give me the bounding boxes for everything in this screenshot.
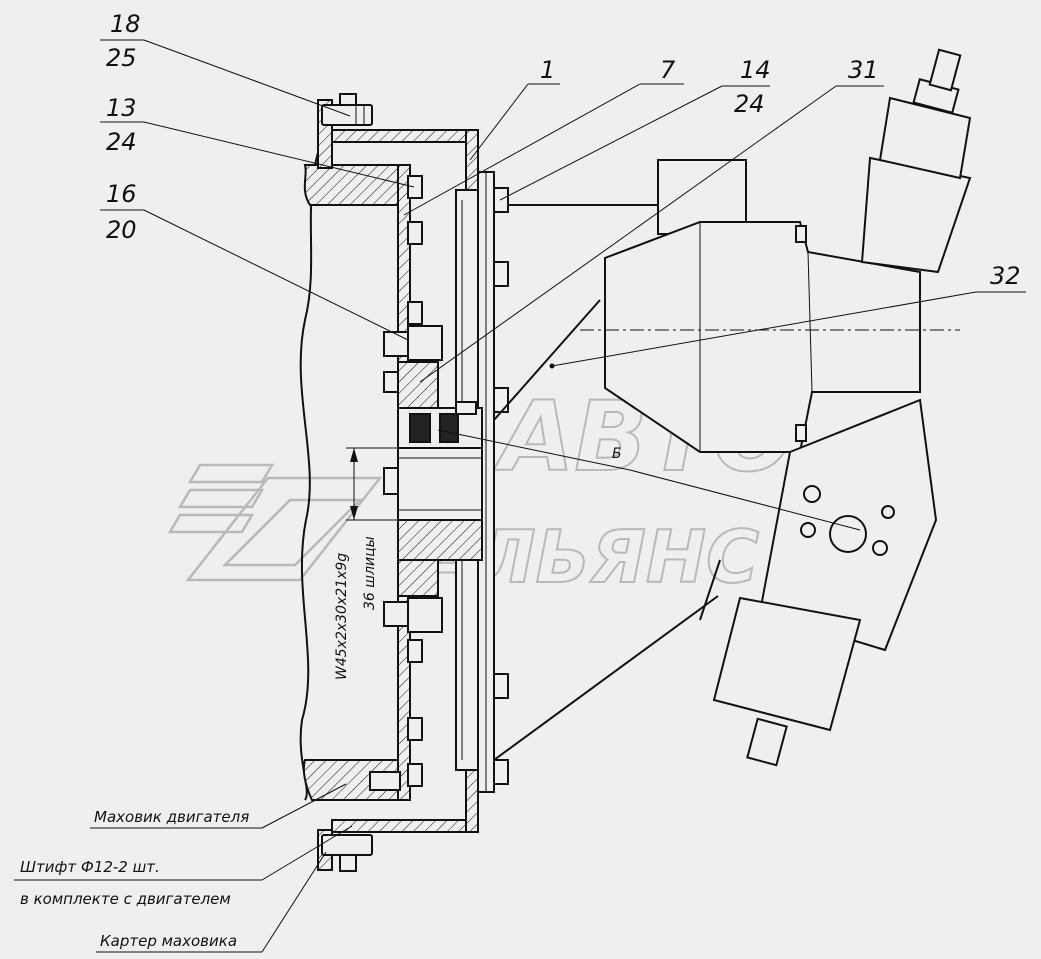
callout-number: 20 [106,216,137,244]
callout-number: 14 [740,56,771,84]
callout-number: 18 [110,10,141,38]
hub-bolts [383,325,443,633]
callout-number: 24 [734,90,765,118]
callout-14-24: 14 24 [499,56,771,201]
note-pin-text-1: Штифт Ф12-2 шт. [20,858,160,876]
callout-7: 7 [403,56,684,216]
spline-spec: W45x2x30x21x9g [334,553,350,680]
note-flywheel-text: Маховик двигателя [94,808,249,826]
bolt-bottom [321,834,373,872]
note-pin: Штифт Ф12-2 шт. в комплекте с двигателем [14,825,353,908]
bolt-top [321,93,373,126]
note-housing: Картер маховика [96,851,327,953]
callout-number: 24 [106,128,137,156]
callout-16-20: 16 20 [100,180,409,341]
callout-number: 1 [540,56,555,84]
callout-31: 31 [419,56,884,383]
callout-number: 31 [848,56,879,84]
note-pin-text-2: в комплекте с двигателем [20,890,231,908]
callout-number: 32 [990,262,1021,290]
callout-18-25: 18 25 [100,10,351,117]
spline-count: 36 шлицы [362,536,378,610]
view-letter: Б [612,446,622,462]
note-housing-text: Картер маховика [100,932,237,950]
callout-1: 1 [469,56,560,161]
callout-number: 25 [106,44,137,72]
callout-13-24: 13 24 [100,94,415,188]
pump-assembly [493,48,972,767]
note-flywheel: Маховик двигателя [90,783,347,829]
spline-dimension: W45x2x30x21x9g 36 шлицы Б [334,429,861,680]
callout-number: 7 [660,56,676,84]
flange-bolts [369,175,509,791]
callout-number: 13 [106,94,137,122]
coupling-hub [397,361,483,597]
callout-number: 16 [106,180,137,208]
callout-32: 32 [549,262,1026,369]
